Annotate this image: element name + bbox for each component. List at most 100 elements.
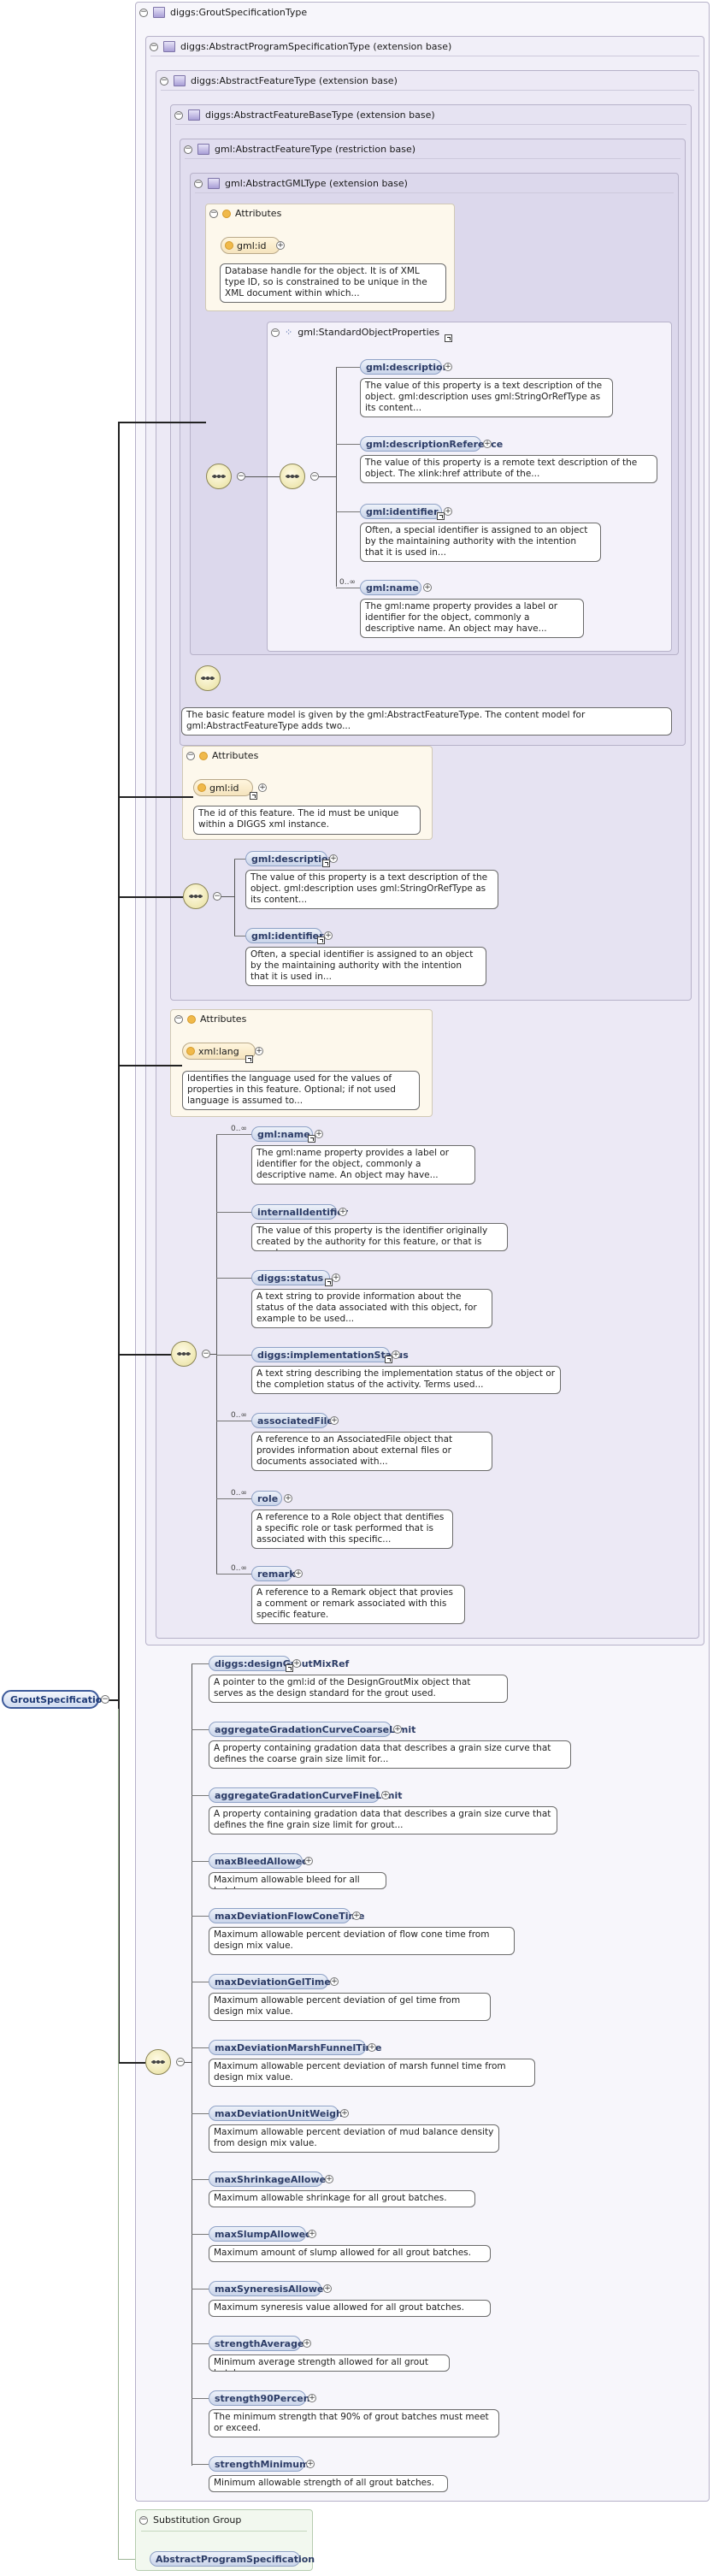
type-icon (188, 109, 200, 121)
element-gml-identifier[interactable]: gml:identifier (245, 928, 324, 943)
element-diggs-implementationstatus[interactable]: diggs:implementationStatus (251, 1347, 409, 1362)
element-description: Maximum allowable percent deviation of m… (209, 2059, 535, 2087)
expand-icon[interactable]: + (294, 1569, 303, 1578)
attribute-xml-lang[interactable]: xml:lang (182, 1043, 256, 1060)
open-link-icon[interactable] (322, 860, 330, 867)
expand-icon[interactable]: + (308, 2230, 316, 2238)
attribute-gml-id[interactable]: gml:id (221, 237, 280, 254)
expand-icon[interactable]: + (284, 1494, 292, 1503)
expand-icon[interactable]: + (303, 2339, 311, 2348)
open-link-icon[interactable] (286, 1664, 293, 1672)
collapse-toggle-icon[interactable]: − (209, 209, 218, 218)
expand-icon[interactable]: + (423, 583, 432, 592)
open-link-icon[interactable] (437, 512, 445, 520)
expand-icon[interactable]: + (444, 363, 452, 371)
element-strengthminimum[interactable]: strengthMinimum (209, 2456, 309, 2472)
element-gml-description[interactable]: gml:description (245, 851, 334, 866)
expand-icon[interactable]: + (330, 1977, 339, 1986)
element-remark[interactable]: remark (251, 1566, 296, 1581)
collapse-toggle-icon[interactable]: − (174, 110, 183, 120)
element-gml-description[interactable]: gml:description (360, 359, 449, 375)
element-role[interactable]: role (251, 1491, 282, 1506)
expand-icon[interactable]: + (368, 2043, 376, 2052)
collapse-toggle-icon[interactable]: − (139, 8, 148, 17)
element-aggregategradationcurvefinelimit[interactable]: aggregateGradationCurveFineLimit (209, 1787, 402, 1803)
element-strength90percent[interactable]: strength90Percent (209, 2390, 315, 2406)
element-strengthaverage[interactable]: strengthAverage (209, 2336, 303, 2351)
collapse-toggle-icon[interactable]: − (213, 891, 221, 901)
element-gml-descriptionreference[interactable]: gml:descriptionReference (360, 436, 503, 452)
collapse-toggle-icon[interactable]: − (310, 471, 319, 481)
expand-icon[interactable]: + (332, 1273, 340, 1282)
element-gml-name[interactable]: gml:name (251, 1126, 313, 1142)
expand-icon[interactable]: + (340, 2109, 349, 2118)
open-link-icon[interactable] (325, 1279, 333, 1286)
expand-icon[interactable]: + (276, 241, 285, 250)
attribute-description: The id of this feature. The id must be u… (193, 806, 421, 835)
collapse-toggle-icon[interactable]: − (202, 1349, 210, 1358)
expand-icon[interactable]: + (292, 1659, 301, 1668)
element-maxsyneresisallowed[interactable]: maxSyneresisAllowed (209, 2281, 330, 2296)
collapse-toggle-icon[interactable]: − (186, 751, 195, 760)
collapse-toggle-icon[interactable]: − (139, 2515, 148, 2525)
open-link-icon[interactable] (385, 1356, 392, 1363)
frame-title: diggs:AbstractProgramSpecificationType (… (180, 41, 452, 52)
collapse-toggle-icon[interactable]: − (176, 2057, 185, 2066)
root-element-grout-specification[interactable]: GroutSpecification (2, 1690, 109, 1709)
element-gml-identifier[interactable]: gml:identifier (360, 504, 442, 519)
expand-icon[interactable]: + (339, 1208, 347, 1216)
expand-icon[interactable]: + (352, 1911, 361, 1920)
expand-icon[interactable]: + (330, 1416, 339, 1425)
expand-icon[interactable]: + (483, 440, 492, 448)
connector-line (336, 368, 337, 587)
expand-icon[interactable]: + (306, 2460, 315, 2468)
open-link-icon[interactable] (317, 936, 325, 944)
element-maxbleedallowed[interactable]: maxBleedAllowed (209, 1853, 309, 1869)
element-description: Maximum amount of slump allowed for all … (209, 2245, 491, 2262)
open-link-icon[interactable] (445, 334, 452, 342)
multiplicity-label: 0..∞ (231, 1489, 247, 1498)
element-diggs-designgroutmixref[interactable]: diggs:designGroutMixRef (209, 1656, 349, 1671)
open-link-icon[interactable] (245, 1055, 253, 1063)
connector-line (118, 422, 206, 423)
expand-icon[interactable]: + (323, 2284, 332, 2293)
root-name: GroutSpecification (10, 1693, 109, 1705)
expand-icon[interactable]: + (392, 1350, 400, 1359)
collapse-toggle-icon[interactable]: − (101, 1694, 109, 1704)
element-maxdeviationmarshfunneltime[interactable]: maxDeviationMarshFunnelTime (209, 2040, 381, 2055)
expand-icon[interactable]: + (324, 931, 333, 940)
expand-icon[interactable]: + (308, 2394, 316, 2402)
element-diggs-status[interactable]: diggs:status (251, 1270, 330, 1285)
collapse-toggle-icon[interactable]: − (174, 1014, 183, 1024)
element-maxslumpallowed[interactable]: maxSlumpAllowed (209, 2226, 312, 2242)
element-aggregategradationcurvecoarselimit[interactable]: aggregateGradationCurveCoarseLimit (209, 1722, 415, 1737)
connector-line (216, 1134, 217, 1574)
collapse-toggle-icon[interactable]: − (184, 145, 192, 154)
element-maxdeviationflowconetime[interactable]: maxDeviationFlowConeTime (209, 1908, 364, 1923)
collapse-toggle-icon[interactable]: − (160, 76, 168, 86)
attribute-gml-id[interactable]: gml:id (193, 779, 253, 796)
expand-icon[interactable]: + (393, 1725, 402, 1734)
expand-icon[interactable]: + (329, 854, 338, 863)
expand-icon[interactable]: + (258, 783, 267, 792)
collapse-toggle-icon[interactable]: − (194, 179, 203, 188)
expand-icon[interactable]: + (304, 1857, 313, 1865)
collapse-toggle-icon[interactable]: − (237, 471, 245, 481)
element-gml-name[interactable]: gml:name (360, 580, 421, 595)
attribute-description: Identifies the language used for the val… (182, 1071, 420, 1110)
element-maxshrinkageallowed[interactable]: maxShrinkageAllowed (209, 2171, 333, 2187)
element-maxdeviationgeltime[interactable]: maxDeviationGelTime (209, 1974, 331, 1989)
substitution-group-member[interactable]: AbstractProgramSpecification (150, 2551, 315, 2567)
expand-icon[interactable]: + (381, 1791, 390, 1799)
expand-icon[interactable]: + (315, 1130, 323, 1138)
element-associatedfile[interactable]: associatedFile (251, 1413, 333, 1428)
open-link-icon[interactable] (308, 1135, 315, 1143)
open-link-icon[interactable] (250, 792, 257, 800)
element-maxdeviationunitweight[interactable]: maxDeviationUnitWeight (209, 2106, 347, 2121)
collapse-toggle-icon[interactable]: − (271, 328, 280, 337)
expand-icon[interactable]: + (325, 2175, 333, 2183)
expand-icon[interactable]: + (255, 1047, 263, 1055)
element-internalidentifier[interactable]: internalIdentifier (251, 1204, 348, 1220)
collapse-toggle-icon[interactable]: − (150, 42, 158, 51)
expand-icon[interactable]: + (444, 507, 452, 516)
